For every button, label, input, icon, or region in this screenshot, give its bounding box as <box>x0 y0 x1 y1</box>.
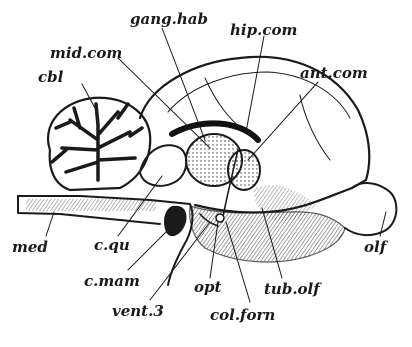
label-olf: olf <box>364 238 389 256</box>
label-c-qu: c.qu <box>94 236 130 254</box>
label-tub-olf: tub.olf <box>264 280 322 298</box>
label-vent3: vent.3 <box>112 302 164 320</box>
cerebellum <box>48 98 150 190</box>
label-gang-hab: gang.hab <box>130 10 208 28</box>
label-opt: opt <box>194 278 221 296</box>
leader-gang-hab <box>162 28 205 140</box>
label-col-forn: col.forn <box>210 306 275 324</box>
leader-med <box>46 212 54 236</box>
label-ant-com: ant.com <box>300 64 368 82</box>
label-c-mam: c.mam <box>84 272 140 290</box>
olfactory-bulb <box>345 183 396 235</box>
leader-hip-com <box>246 36 264 132</box>
label-mid-com: mid.com <box>50 44 122 62</box>
optic-chiasma <box>216 214 224 222</box>
mammillary-body <box>164 206 186 236</box>
label-hip-com: hip.com <box>230 21 297 39</box>
corpora-quadrigemina <box>140 145 186 186</box>
label-med: med <box>12 238 48 256</box>
hemisphere-groove-2 <box>300 95 330 160</box>
medulla-shading <box>26 199 156 211</box>
label-cbl: cbl <box>38 68 64 86</box>
leader-c-mam <box>128 222 176 270</box>
